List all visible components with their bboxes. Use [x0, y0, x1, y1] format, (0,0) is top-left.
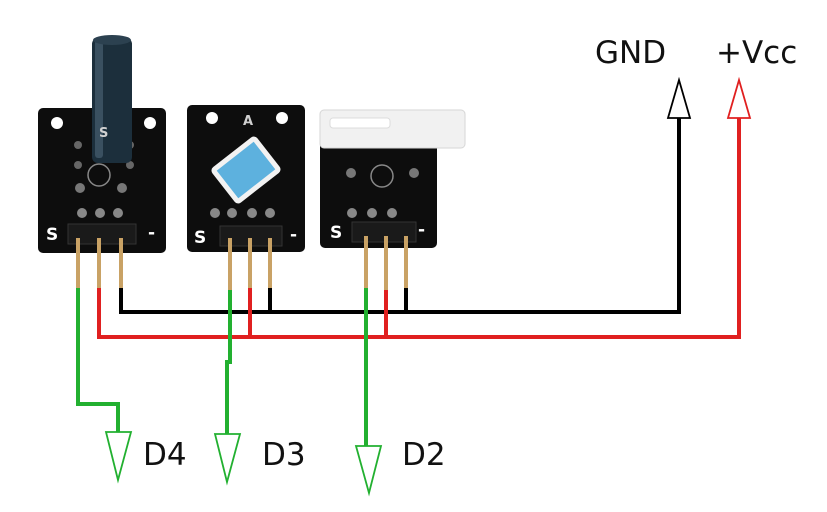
component-outline — [370, 164, 394, 188]
solder-pad — [265, 208, 275, 218]
vcc-arrow-icon — [726, 76, 752, 119]
gnd-bus-wire — [119, 118, 681, 314]
solder-pad — [74, 141, 82, 149]
solder-pad — [74, 161, 82, 169]
solder-pad — [126, 161, 134, 169]
tilt-switch-body — [211, 136, 281, 204]
module-vibration: S S - — [38, 35, 166, 253]
vcc-bus-wire — [97, 118, 741, 339]
solder-pad — [346, 168, 356, 178]
solder-pad — [77, 208, 87, 218]
module-1-board — [38, 108, 166, 253]
solder-pad — [210, 208, 220, 218]
module-tilt: A S - — [187, 105, 305, 252]
solder-pad — [117, 183, 127, 193]
solder-pad — [113, 208, 123, 218]
gnd-label: GND — [595, 35, 666, 71]
component-outline — [87, 163, 111, 187]
module-mercury: S - — [319, 109, 466, 248]
d2-label: D2 — [402, 437, 446, 473]
solder-pad — [227, 208, 237, 218]
module-3-pin-minus-label: - — [418, 220, 425, 240]
solder-pad — [367, 208, 377, 218]
signal-wire-d3 — [225, 290, 232, 434]
module-1-pin-s-label: S — [46, 225, 58, 245]
solder-pad — [247, 208, 257, 218]
module-3-pin-s-label: S — [330, 223, 342, 243]
module-1-mount-hole — [144, 117, 156, 129]
solder-pad — [95, 208, 105, 218]
solder-pad — [347, 208, 357, 218]
module-1-pin-minus-label: - — [148, 223, 155, 243]
d3-arrow-icon — [213, 433, 242, 486]
gnd-wires — [119, 118, 681, 314]
d2-arrow-icon — [354, 445, 383, 497]
module-1-mount-hole — [51, 117, 63, 129]
signal-wires — [76, 288, 368, 448]
motor-top — [93, 35, 131, 45]
tilt-switch-icon — [211, 136, 281, 204]
solder-pad — [387, 208, 397, 218]
solder-pad — [75, 183, 85, 193]
module-1-silk-label: S — [99, 126, 108, 141]
mercury-switch-icon — [319, 109, 466, 149]
d4-label: D4 — [143, 437, 187, 473]
solder-pad — [409, 168, 419, 178]
module-2-silk-label: A — [243, 114, 253, 129]
module-2-mount-hole — [276, 112, 288, 124]
signal-wire-d4 — [76, 288, 120, 432]
gnd-arrow-icon — [666, 76, 692, 119]
vcc-wires — [97, 118, 741, 339]
header-pins — [76, 236, 408, 292]
module-2-mount-hole — [206, 112, 218, 124]
vcc-label: +Vcc — [716, 35, 797, 71]
motor-highlight — [95, 40, 103, 158]
d3-label: D3 — [262, 437, 306, 473]
d4-arrow-icon — [104, 431, 133, 484]
module-2-pin-s-label: S — [194, 228, 206, 248]
mercury-tube-highlight — [329, 117, 391, 129]
module-2-pin-minus-label: - — [290, 225, 297, 245]
